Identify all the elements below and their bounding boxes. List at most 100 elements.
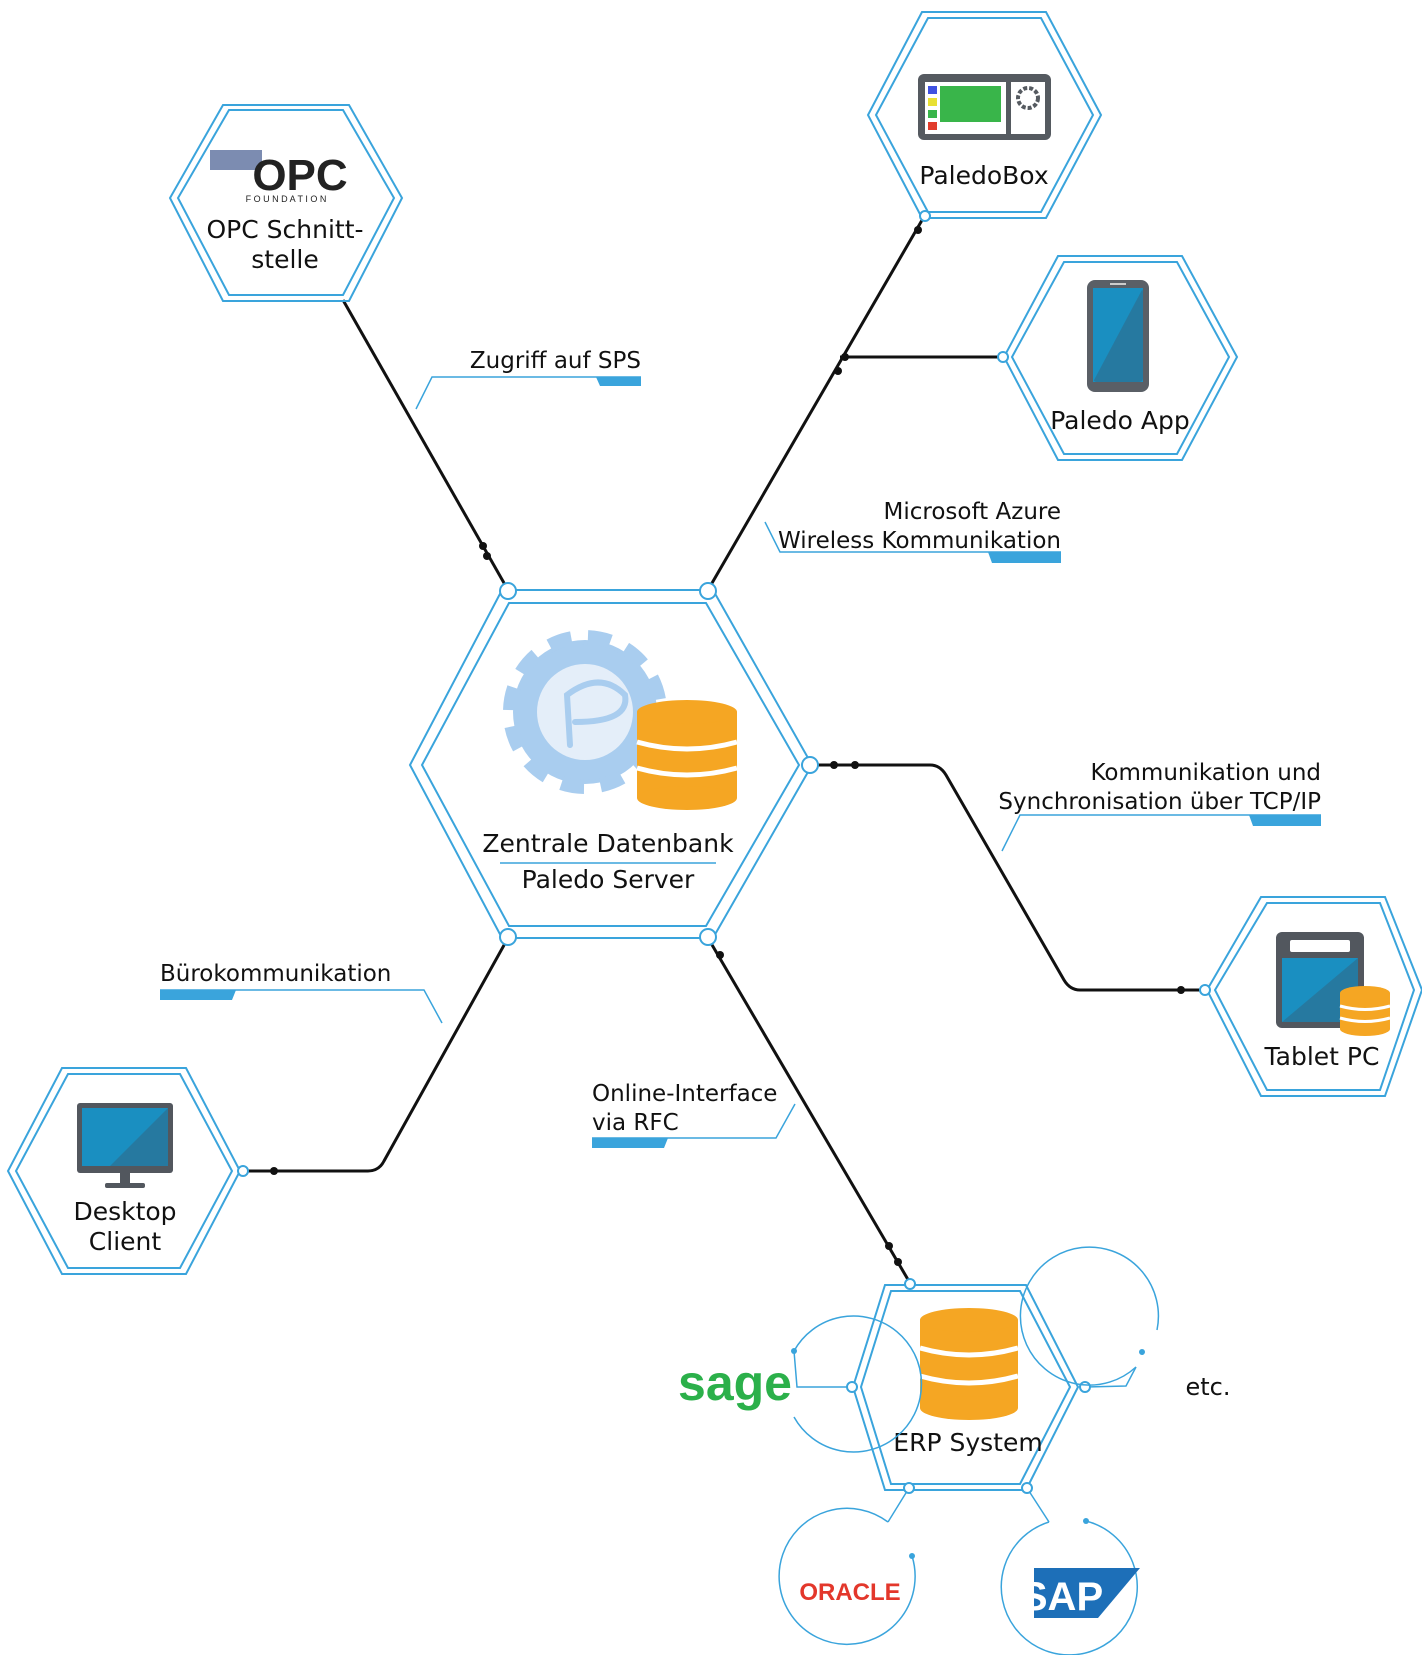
db-top [920, 1308, 1018, 1332]
port [237, 1165, 249, 1177]
hex-outer [6, 1067, 242, 1275]
gear-hub [537, 664, 633, 760]
wire-dot [483, 552, 491, 560]
wire-opc-server [341, 299, 510, 591]
callout-line [1001, 814, 1321, 852]
node-paledobox: PaledoBox [866, 11, 1103, 222]
partner-ring [793, 1315, 923, 1453]
phone-shine [1093, 288, 1143, 382]
opc-label-1: OPC Schnitt- [206, 215, 363, 244]
db-top [637, 700, 737, 724]
db-band [636, 739, 738, 752]
label-tcp-2: Synchronisation über TCP/IP [998, 789, 1321, 815]
db-band [1339, 1004, 1391, 1011]
wire-dot [841, 353, 849, 361]
wire-server-tablet [810, 763, 1205, 992]
callout-bar [592, 1138, 668, 1148]
partner-sage: sage [678, 1315, 923, 1453]
partner-ring [778, 1507, 916, 1646]
partner-ring [1019, 1246, 1160, 1386]
label-azure-1: Microsoft Azure [884, 499, 1061, 525]
label-azure-2: Wireless Kommunikation [778, 528, 1061, 554]
port [499, 582, 517, 600]
label-rfc-1: Online-Interface [592, 1081, 777, 1107]
wire-dot [270, 1167, 278, 1175]
port [801, 756, 819, 774]
ring-dot [1139, 1349, 1145, 1355]
opc-label-2: stelle [251, 245, 318, 274]
partner-etc: etc. [1019, 1246, 1231, 1401]
ring-dot [909, 1553, 915, 1559]
paledobox-icon [918, 74, 1051, 140]
sap-logo-shape [1034, 1568, 1140, 1618]
db-band [636, 765, 738, 778]
label-tcp-1: Kommunikation und [1091, 760, 1322, 786]
db-top [1340, 986, 1390, 1000]
opc-logo-text: OPC [252, 151, 347, 200]
box-led [928, 110, 937, 118]
partner-sap: SAP [1000, 1518, 1140, 1655]
connector-sage [793, 1350, 851, 1388]
port [499, 928, 517, 946]
connector-sap [1026, 1487, 1050, 1523]
db-body [920, 1320, 1018, 1408]
monitor-base [105, 1183, 145, 1188]
connection-labels: Zugriff auf SPS Microsoft Azure Wireless… [160, 348, 1321, 1148]
wire-dot [1177, 986, 1185, 994]
tablet-shine [1282, 958, 1358, 1022]
opc-logo: OPC F O U N D A T I O N [210, 150, 348, 204]
node-server: Zentrale Datenbank Paledo Server [408, 582, 819, 946]
desktop-label-1: Desktop [73, 1197, 176, 1226]
port [903, 1482, 915, 1494]
monitor-neck [120, 1173, 130, 1183]
wire-dot [851, 761, 859, 769]
app-label: Paledo App [1050, 406, 1190, 435]
port [904, 1278, 916, 1290]
db-band [1339, 1016, 1391, 1023]
gear-icon [1016, 86, 1040, 110]
monitor-shine [110, 1108, 168, 1166]
desktop-label-2: Client [89, 1227, 162, 1256]
db-band [919, 1373, 1019, 1386]
wire-dots [270, 226, 1185, 1266]
callout-bar [1249, 815, 1321, 826]
port [699, 928, 717, 946]
tablet-bar [1290, 940, 1350, 952]
port [1021, 1482, 1033, 1494]
erp-label: ERP System [893, 1428, 1042, 1457]
smartphone-icon [1087, 280, 1149, 392]
paledobox-label: PaledoBox [919, 161, 1048, 190]
label-rfc-2: via RFC [592, 1110, 679, 1136]
hex-outer [168, 104, 404, 302]
oracle-logo: ORACLE [799, 1579, 900, 1606]
db-body [637, 712, 737, 798]
wire-dot [479, 542, 487, 550]
db-band [919, 1345, 1019, 1358]
phone-speaker [1110, 283, 1126, 285]
database-icon [919, 1308, 1019, 1420]
port [997, 351, 1009, 363]
box-led [928, 122, 937, 130]
wire-dot [834, 367, 842, 375]
port [846, 1381, 858, 1393]
wires [245, 214, 1205, 1284]
partner-oracle: ORACLE [778, 1507, 916, 1646]
db-bottom [920, 1396, 1018, 1420]
db-bottom [637, 786, 737, 810]
label-buero: Bürokommunikation [160, 961, 391, 987]
port [699, 582, 717, 600]
port [1079, 1381, 1091, 1393]
connector-etc [1085, 1366, 1137, 1388]
port [919, 210, 931, 222]
callout-line [160, 989, 443, 1024]
ring-dot [1083, 1518, 1089, 1524]
sage-logo: sage [678, 1355, 792, 1411]
server-label-2: Paledo Server [522, 865, 695, 894]
wire-dot [914, 226, 922, 234]
node-desktop: Desktop Client [6, 1067, 249, 1275]
wire-server-desktop [245, 937, 510, 1173]
callout-bar [988, 552, 1061, 563]
callout-bar [596, 377, 641, 386]
server-label-1: Zentrale Datenbank [482, 829, 734, 858]
